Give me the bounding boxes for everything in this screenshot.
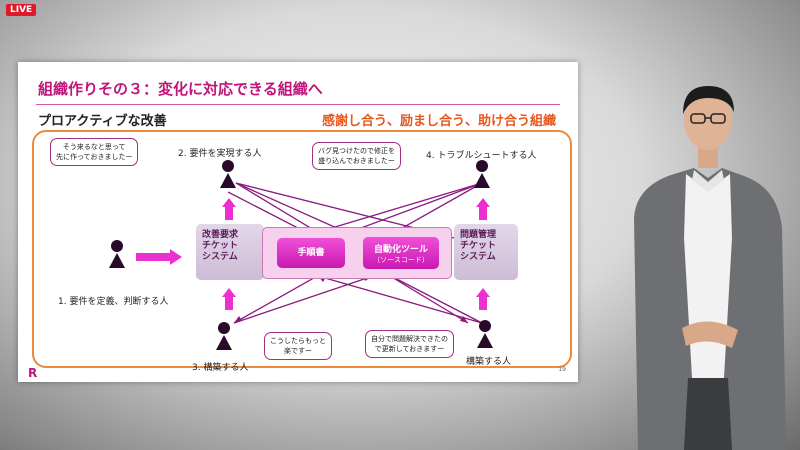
role-label-1: 1. 要件を定義、判断する人 xyxy=(58,297,169,307)
speech-bubble-improve: こうしたらもっと 楽ですー xyxy=(264,332,332,360)
person-icon-builder-left xyxy=(216,322,232,352)
person-icon-builder-right xyxy=(477,320,493,350)
title-divider xyxy=(36,104,560,105)
slide-subtitle: プロアクティブな改善 xyxy=(38,114,167,129)
arrow-right-icon xyxy=(136,249,182,265)
automation-tool: 自動化ツール （ソースコード） xyxy=(363,237,439,269)
speech-bubble-bugfix: バグ見つけたので修正を 盛り込んでおきましたー xyxy=(312,142,401,170)
arrow-up-icon xyxy=(222,198,236,220)
role-label-2: 2. 要件を実現する人 xyxy=(178,149,262,159)
diagram-frame xyxy=(32,130,572,368)
arrow-up-icon xyxy=(476,198,490,220)
person-icon-troubleshooter xyxy=(474,160,490,190)
speech-bubble-requirements: そう来るなと思って 先に作っておきましたー xyxy=(50,138,139,166)
role-label-3b: 構築する人 xyxy=(466,357,512,367)
person-icon-requirements-owner xyxy=(109,240,125,270)
procedure-document: 手順書 xyxy=(277,238,345,268)
page-number: 19 xyxy=(558,366,566,373)
live-badge: LIVE xyxy=(6,4,37,16)
connection-lines xyxy=(227,182,483,324)
company-logo: R xyxy=(28,366,38,380)
problem-ticket-system: 問題管理 チケット システム xyxy=(454,224,518,280)
slide-title: 組織作りその３：変化に対応できる組織へ xyxy=(38,80,323,98)
shared-artifacts-box: 手順書 自動化ツール （ソースコード） xyxy=(262,227,452,279)
role-label-3: 3. 構築する人 xyxy=(192,363,249,373)
arrow-up-icon xyxy=(222,288,236,310)
person-icon-implementer xyxy=(220,160,236,190)
presentation-slide: 組織作りその３：変化に対応できる組織へ プロアクティブな改善 感謝し合う、励まし… xyxy=(18,62,578,382)
speech-bubble-self-solve: 自分で問題解決できたの で更新しておきますー xyxy=(365,330,454,358)
slide-slogan: 感謝し合う、励まし合う、助け合う組織 xyxy=(321,114,556,129)
role-label-4: 4. トラブルシュートする人 xyxy=(426,151,537,161)
improvement-ticket-system: 改善要求 チケット システム xyxy=(196,224,264,280)
presenter-figure xyxy=(634,86,786,450)
arrow-up-icon xyxy=(476,288,490,310)
